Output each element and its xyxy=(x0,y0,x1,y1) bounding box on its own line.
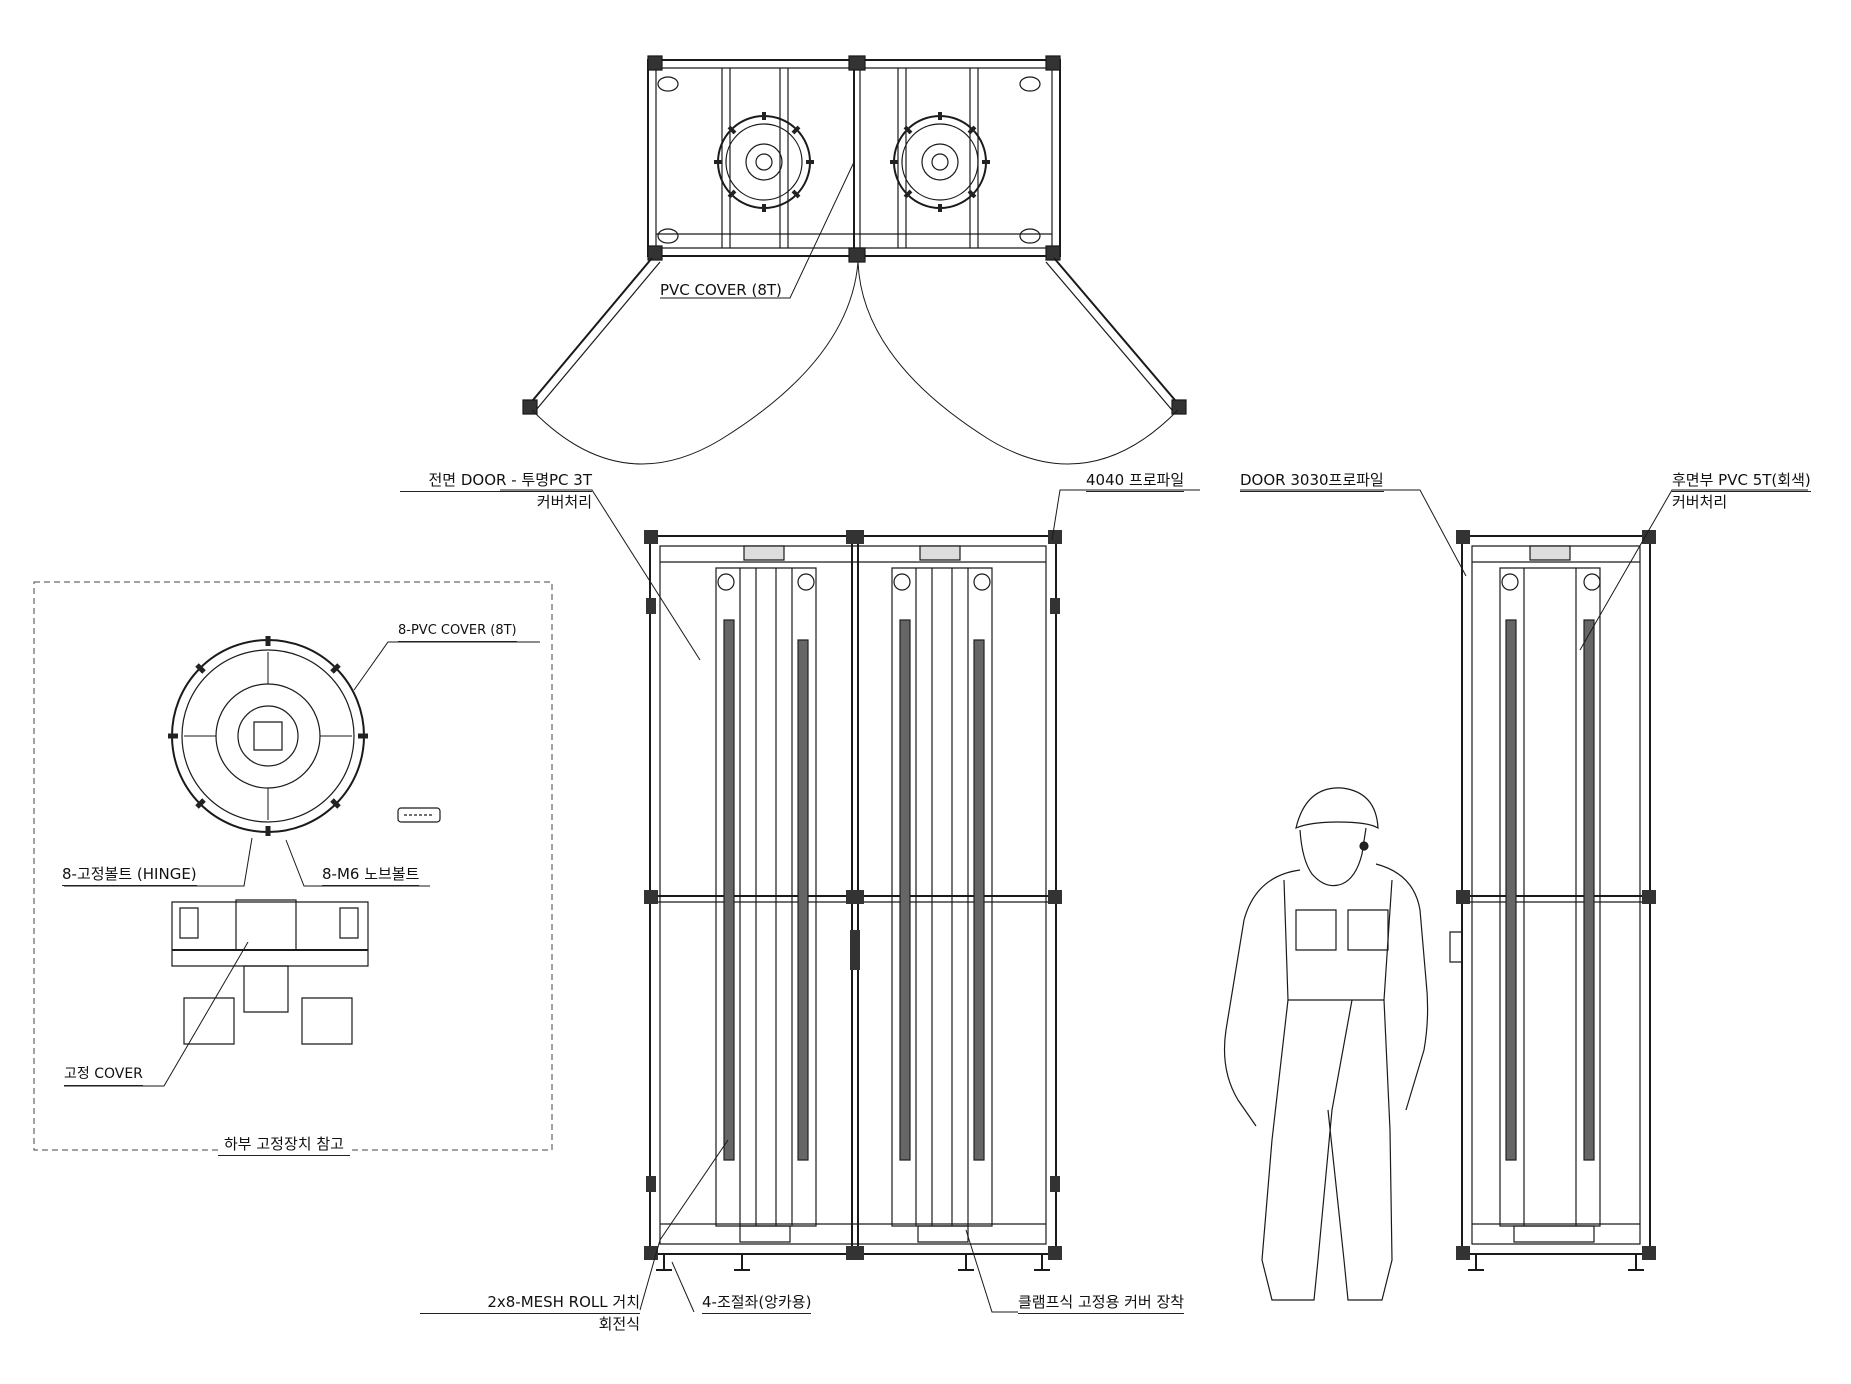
label-detail-fixed-cover: 고정 COVER xyxy=(64,1066,143,1086)
label-door-profile-3030: DOOR 3030프로파일 xyxy=(1240,472,1384,492)
label-rear-pvc-line2: 커버처리 xyxy=(1672,493,1728,511)
front-view xyxy=(500,490,1200,1312)
top-view xyxy=(523,56,1186,464)
detail-box xyxy=(34,582,552,1150)
label-mesh-roll: 2x8-MESH ROLL 거치 xyxy=(420,1294,640,1314)
label-detail-hinge-bolt: 8-고정볼트 (HINGE) xyxy=(62,866,197,886)
label-mesh-roll-line2: 회전식 xyxy=(598,1315,640,1333)
top-door-right xyxy=(1046,258,1186,414)
label-detail-caption: 하부 고정장치 참고 xyxy=(218,1136,350,1156)
label-clamp-cover: 클램프식 고정용 커버 장착 xyxy=(1018,1294,1185,1314)
label-profile-4040: 4040 프로파일 xyxy=(1086,472,1185,492)
label-front-door: 전면 DOOR - 투명PC 3T xyxy=(400,472,592,492)
detail-lower-fixture xyxy=(172,900,368,1044)
human-figure xyxy=(1225,788,1428,1300)
label-front-door-line2: 커버처리 xyxy=(536,493,592,511)
label-detail-knob-bolt: 8-M6 노브볼트 xyxy=(322,866,420,886)
top-roll-right xyxy=(890,112,990,212)
side-view xyxy=(1240,490,1808,1270)
detail-roll-head xyxy=(168,636,368,836)
label-rear-pvc: 후면부 PVC 5T(회색) xyxy=(1672,472,1811,492)
label-leveling-foot: 4-조절좌(앙카용) xyxy=(702,1294,812,1314)
label-front-door-line1: 전면 DOOR - 투명PC 3T xyxy=(428,471,593,489)
label-detail-pvc-cover: 8-PVC COVER (8T) xyxy=(398,622,517,642)
label-top-pvc-cover: PVC COVER (8T) xyxy=(660,281,782,299)
top-door-left xyxy=(523,258,660,414)
top-roll-left xyxy=(714,112,814,212)
